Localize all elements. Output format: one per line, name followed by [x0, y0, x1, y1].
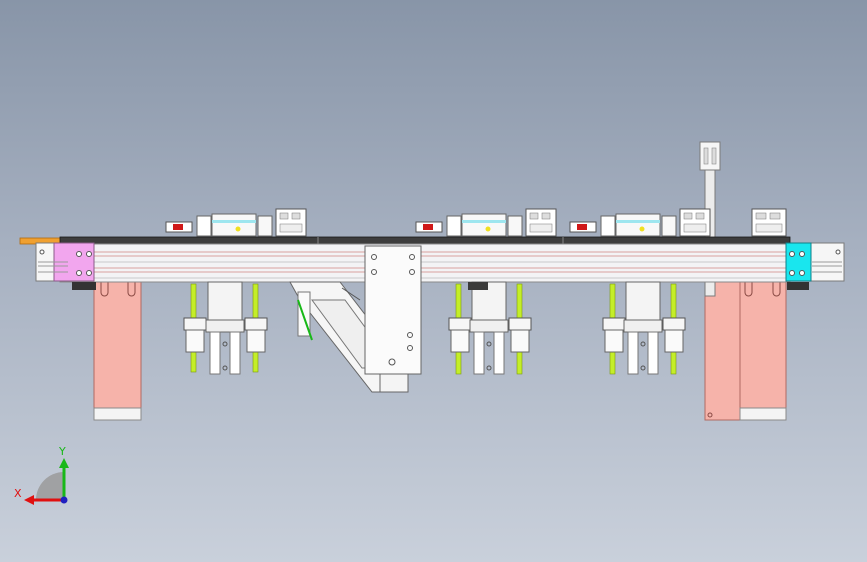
- triad-plane-icon: [36, 472, 64, 500]
- top-unit-2[interactable]: [415, 208, 557, 237]
- right-end-bracket[interactable]: [785, 242, 845, 282]
- top-unit-3[interactable]: [569, 208, 711, 237]
- x-axis-label: X: [14, 487, 22, 500]
- top-unit-4[interactable]: [751, 208, 787, 237]
- conveyor-belt[interactable]: [59, 236, 791, 245]
- gripper-assembly-3[interactable]: [602, 281, 686, 375]
- top-unit-1[interactable]: [165, 208, 307, 237]
- z-axis-dot: [60, 496, 68, 504]
- gripper-assembly-2[interactable]: [448, 281, 532, 375]
- left-end-block: [72, 282, 96, 290]
- y-axis-label: Y: [58, 445, 66, 458]
- central-linkage-mechanism[interactable]: [289, 245, 422, 393]
- right-end-block: [787, 282, 809, 290]
- main-beam[interactable]: [59, 243, 791, 283]
- left-end-bracket[interactable]: [35, 242, 95, 282]
- coordinate-triad: Y X: [14, 445, 69, 505]
- gripper-assembly-1[interactable]: [183, 281, 268, 375]
